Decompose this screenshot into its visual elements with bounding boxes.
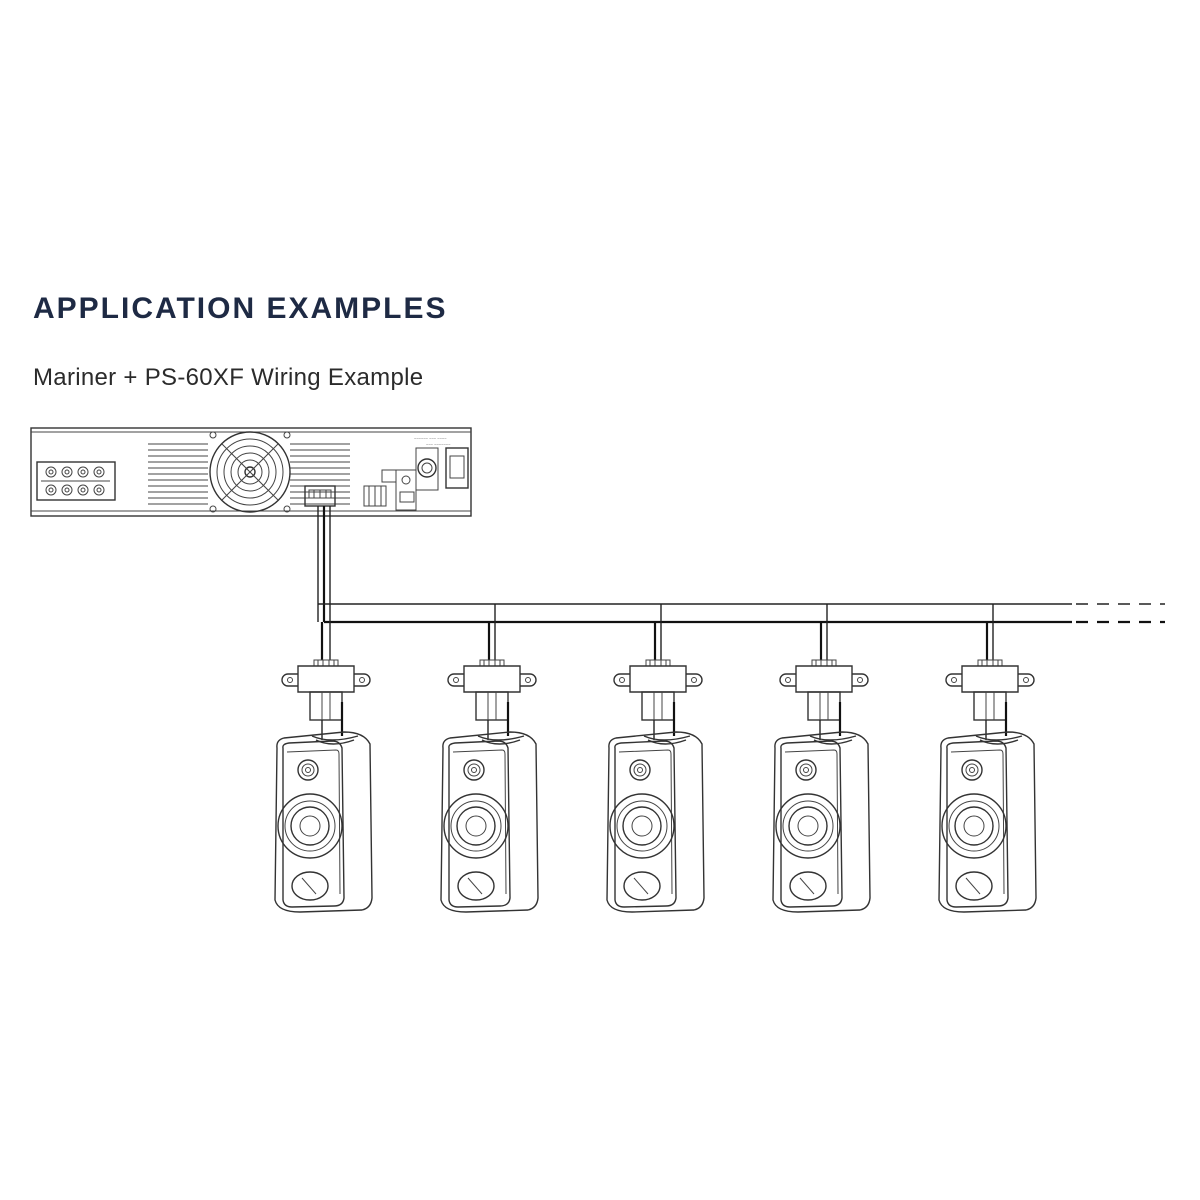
diagram-subtitle: Mariner + PS-60XF Wiring Example	[33, 364, 424, 391]
speaker-unit-1	[274, 659, 373, 913]
svg-text:~~~ ~~~~~~~: ~~~ ~~~~~~~	[426, 442, 451, 447]
outdoor-speaker-icon	[938, 731, 1037, 913]
line-transformer-icon	[447, 659, 537, 721]
amplifier-rear-panel-icon: ~~~~~~ ~~~ ~~~~ ~~~ ~~~~~~~	[30, 427, 472, 517]
wiring-lines	[317, 506, 1165, 660]
outdoor-speaker-icon	[606, 731, 705, 913]
outdoor-speaker-icon	[440, 731, 539, 913]
svg-text:~~~~~~ ~~~ ~~~~: ~~~~~~ ~~~ ~~~~	[414, 436, 447, 441]
page-title: APPLICATION EXAMPLES	[33, 292, 448, 325]
speaker-unit-3	[606, 659, 705, 913]
speaker-unit-2	[440, 659, 539, 913]
line-transformer-icon	[945, 659, 1035, 721]
speaker-unit-5	[938, 659, 1037, 913]
speaker-unit-4	[772, 659, 871, 913]
outdoor-speaker-icon	[772, 731, 871, 913]
line-transformer-icon	[779, 659, 869, 721]
line-transformer-icon	[281, 659, 371, 721]
outdoor-speaker-icon	[274, 731, 373, 913]
line-transformer-icon	[613, 659, 703, 721]
